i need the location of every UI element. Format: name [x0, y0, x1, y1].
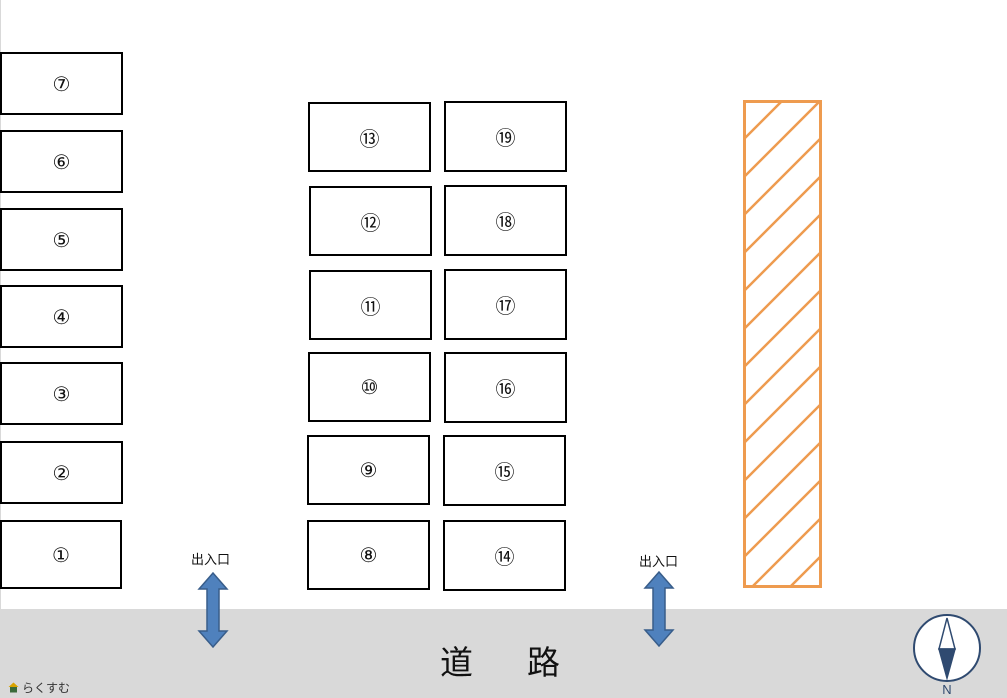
slot-number: ⑯ [495, 377, 516, 401]
hatch-line [745, 102, 783, 140]
slot-number: ⑧ [359, 543, 378, 567]
parking-slot-7: ⑦ [0, 52, 123, 115]
hatch-line [751, 517, 820, 586]
slot-number: ② [52, 460, 71, 485]
slot-number: ⑫ [360, 210, 381, 235]
parking-slot-11: ⑪ [309, 270, 432, 340]
slot-number: ④ [52, 304, 71, 329]
slot-number: ⑨ [359, 458, 378, 482]
parking-slot-16: ⑯ [444, 352, 567, 423]
hatch-line [745, 365, 820, 444]
parking-slot-1: ① [0, 520, 122, 589]
slot-number: ⑬ [359, 126, 380, 151]
parking-slot-12: ⑫ [309, 186, 432, 256]
hatch-line [745, 137, 820, 216]
hatch-line [789, 555, 820, 586]
parking-slot-6: ⑥ [0, 130, 123, 193]
hatch-line [745, 102, 820, 178]
entrance-label-right: 出入口 [639, 555, 679, 570]
slot-number: ⑲ [495, 126, 516, 150]
house-icon [8, 682, 19, 693]
slot-number: ⑤ [52, 227, 71, 252]
parking-slot-15: ⑮ [443, 435, 566, 506]
hatch-line [745, 327, 820, 406]
entrance-label-left: 出入口 [191, 553, 231, 568]
slot-number: ⑦ [52, 71, 71, 96]
compass-icon: N [913, 614, 981, 697]
hatched-area [743, 100, 822, 588]
hatch-line [745, 175, 820, 254]
parking-slot-8: ⑧ [307, 520, 430, 590]
slot-number: ⑮ [494, 460, 515, 484]
slot-number: ⑥ [52, 149, 71, 174]
parking-slot-10: ⑩ [308, 352, 431, 422]
slot-number: ③ [52, 381, 71, 406]
parking-slot-13: ⑬ [308, 102, 431, 172]
slot-number: ⑪ [360, 294, 381, 319]
logo-text: らくすむ [22, 681, 71, 695]
parking-slot-2: ② [0, 441, 123, 504]
parking-slot-3: ③ [0, 362, 123, 425]
parking-slot-19: ⑲ [444, 101, 567, 172]
parking-slot-5: ⑤ [0, 208, 123, 271]
parking-slot-9: ⑨ [307, 435, 430, 505]
hatch-line [745, 251, 820, 330]
hatch-line [745, 441, 820, 520]
slot-number: ⑭ [494, 545, 515, 569]
hatch-line [745, 213, 820, 292]
slot-number: ① [52, 542, 70, 567]
hatch-line [745, 289, 820, 368]
entrance-arrow-left [197, 572, 229, 648]
hatch-line [745, 403, 820, 482]
parking-slot-4: ④ [0, 285, 123, 348]
slot-number: ⑱ [495, 210, 516, 234]
slot-number: ⑩ [360, 375, 379, 399]
road [0, 609, 1007, 698]
slot-number: ⑰ [495, 294, 516, 318]
parking-slot-17: ⑰ [444, 269, 567, 340]
parking-slot-18: ⑱ [444, 185, 567, 256]
compass-north-label: N [942, 682, 951, 697]
logo: らくすむ [8, 679, 70, 696]
road-label: 道路 [440, 643, 614, 682]
hatch-line [745, 479, 820, 558]
entrance-arrow-right [643, 571, 675, 647]
parking-slot-14: ⑭ [443, 520, 566, 591]
